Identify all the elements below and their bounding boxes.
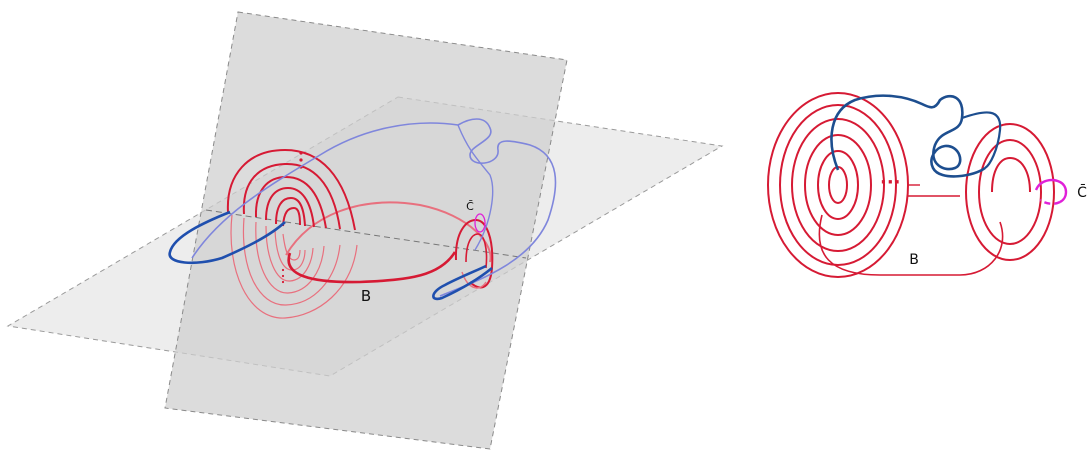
c-curve-left-view bbox=[474, 213, 486, 233]
ellipsis-dots: ··· bbox=[880, 172, 901, 193]
spiral-upper-left bbox=[226, 148, 356, 231]
blue-curve-faint-b bbox=[457, 124, 494, 251]
perspective-view: B C̄ bbox=[6, 11, 724, 450]
c-ring-right-view bbox=[1034, 178, 1068, 205]
blue-curve-front-right bbox=[432, 264, 493, 301]
planar-view: ··· B C̄ bbox=[767, 92, 1087, 278]
b-curve-right-view bbox=[818, 214, 1004, 276]
b-label-left: B bbox=[361, 287, 371, 305]
connecting-lines bbox=[908, 184, 960, 197]
spiral-faint-dots bbox=[281, 268, 285, 284]
c-label-left: C̄ bbox=[466, 200, 474, 213]
blue-curve-front-left bbox=[168, 210, 286, 265]
vertical-plane bbox=[164, 11, 568, 450]
blue-knot-arc bbox=[830, 94, 986, 178]
blue-knot-arc-right bbox=[961, 111, 1002, 169]
spiral-faint-left bbox=[230, 214, 358, 319]
right-torus bbox=[965, 123, 1055, 261]
plane-intersection-line bbox=[205, 209, 527, 259]
b-curve bbox=[287, 251, 457, 284]
b-label-right: B bbox=[909, 252, 919, 268]
c-label-right: C̄ bbox=[1077, 183, 1087, 201]
